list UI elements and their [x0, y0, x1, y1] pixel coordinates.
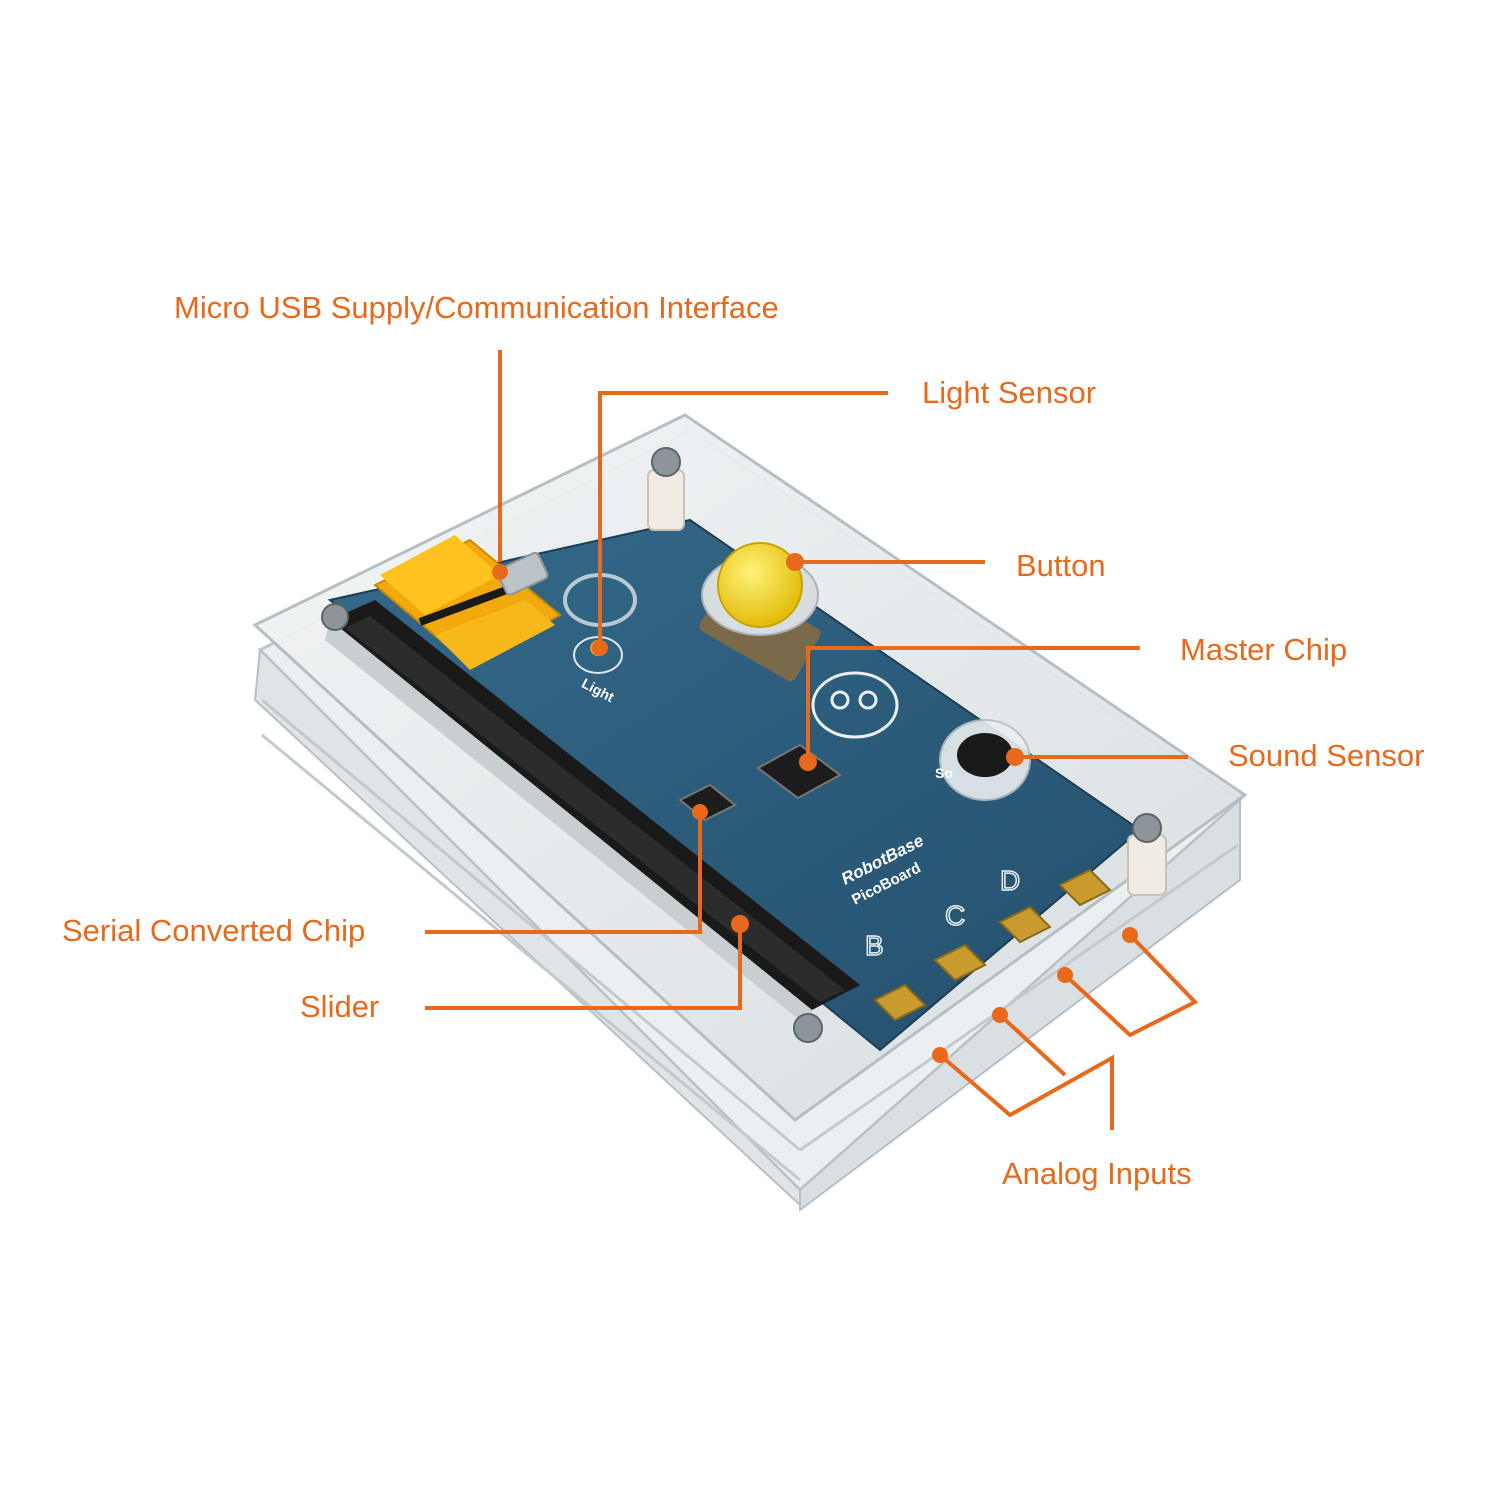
callout-button: Button	[1016, 548, 1106, 583]
sound-silkscreen: So	[935, 765, 953, 781]
callout-usb: Micro USB Supply/Communication Interface	[174, 290, 779, 325]
callout-light-sensor: Light Sensor	[922, 375, 1097, 410]
analog-terminals	[873, 868, 1112, 1022]
callout-analog-inputs: Analog Inputs	[1002, 1156, 1192, 1191]
callout-slider: Slider	[300, 989, 380, 1024]
sound-sensor: So	[935, 719, 1031, 801]
standoff-screws	[321, 447, 1167, 1043]
callout-dots	[492, 553, 1138, 1063]
slider	[325, 600, 860, 1030]
callout-lines	[425, 350, 1199, 1130]
slider-knob	[373, 535, 562, 670]
callout-sound-sensor: Sound Sensor	[1228, 738, 1425, 773]
callout-master-chip: Master Chip	[1180, 632, 1348, 667]
callout-serial-chip: Serial Converted Chip	[62, 913, 366, 948]
cat-logo	[811, 671, 899, 739]
port-letter-b: B	[865, 930, 884, 961]
port-letter-c: C	[945, 900, 965, 931]
port-letters: B C D	[864, 864, 1021, 962]
master-chip	[756, 743, 842, 800]
push-button	[699, 542, 821, 682]
micro-usb-port	[496, 551, 549, 596]
port-letter-d: D	[1000, 865, 1020, 896]
